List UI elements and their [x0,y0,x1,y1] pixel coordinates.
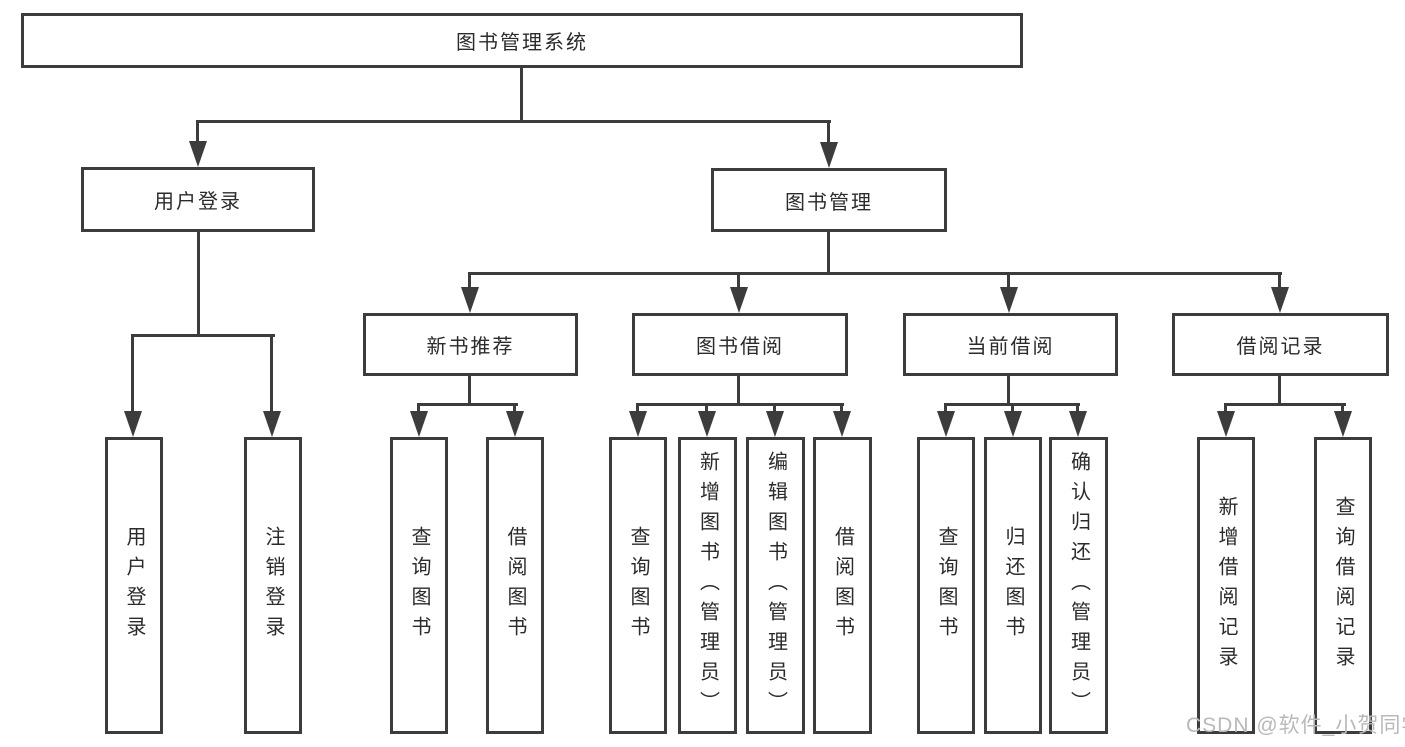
leaf-current-confirm-return-admin-label: 确认归还（管理员） [1067,450,1090,721]
arrow-to-book-borrow [730,272,748,313]
leaf-records-search-borrow-record-label: 查询借阅记录 [1332,495,1354,676]
arrow-to-records-add [1217,403,1235,437]
node-current-borrow: 当前借阅 [903,313,1118,376]
arrow-to-borrow-borrow [833,403,851,437]
leaf-borrow-edit-books-admin-label: 编辑图书（管理员） [764,450,787,721]
arrow-to-current-search [937,403,955,437]
leaf-current-confirm-return-admin: 确认归还（管理员） [1049,437,1108,734]
arrow-to-logout-action [263,334,281,437]
node-book-borrow: 图书借阅 [632,313,848,376]
leaf-current-search-books: 查询图书 [917,437,975,734]
leaf-borrow-add-books-admin-label: 新增图书（管理员） [696,450,719,721]
arrow-to-current-return [1004,403,1022,437]
node-library-system-label: 图书管理系统 [456,32,588,54]
leaf-borrow-borrow-books-label: 借阅图书 [831,525,854,646]
leaf-current-search-books-label: 查询图书 [935,525,957,646]
connector-root-stem [520,67,523,123]
arrow-to-borrow-records [1271,272,1289,313]
leaf-user-login-action-label: 用户登录 [123,525,145,646]
leaf-recommend-search-books: 查询图书 [390,437,448,734]
connector-user-login-bar [131,334,275,337]
arrow-to-recommend-search [410,403,428,437]
node-new-book-recommend-label: 新书推荐 [426,336,515,358]
leaf-borrow-borrow-books: 借阅图书 [813,437,872,734]
connector-recommend-bar [417,403,518,406]
arrow-to-borrow-search [629,403,647,437]
arrow-to-current-borrow [1000,272,1018,313]
leaf-current-return-books-label: 归还图书 [1002,525,1024,646]
leaf-user-login-action: 用户登录 [105,437,163,734]
node-library-system: 图书管理系统 [21,13,1023,68]
leaf-records-add-borrow-record-label: 新增借阅记录 [1215,495,1237,676]
node-book-management-label: 图书管理 [785,191,873,214]
connector-root-bar [197,120,831,123]
arrow-to-book-management [820,120,838,168]
arrow-to-borrow-edit [766,403,784,437]
node-user-login-label: 用户登录 [154,191,242,213]
connector-book-management-stem [827,232,830,275]
node-borrow-records: 借阅记录 [1172,313,1389,376]
leaf-borrow-search-books: 查询图书 [609,437,667,734]
leaf-borrow-add-books-admin: 新增图书（管理员） [678,437,737,734]
node-user-login: 用户登录 [81,167,315,232]
node-borrow-records-label: 借阅记录 [1236,336,1325,358]
leaf-borrow-search-books-label: 查询图书 [627,525,649,646]
connector-recommend-stem [468,376,471,406]
arrow-to-recommend-borrow [506,403,524,437]
leaf-recommend-borrow-books: 借阅图书 [486,437,544,734]
leaf-borrow-edit-books-admin: 编辑图书（管理员） [746,437,805,734]
connector-current-borrow-stem [1007,376,1010,406]
arrow-to-user-login [189,120,207,167]
arrow-to-borrow-add [698,403,716,437]
node-new-book-recommend: 新书推荐 [363,313,578,376]
node-book-borrow-label: 图书借阅 [696,336,784,358]
arrow-to-user-login-action [124,334,142,437]
leaf-recommend-borrow-books-label: 借阅图书 [504,525,526,646]
connector-book-borrow-stem [737,376,740,406]
leaf-records-search-borrow-record: 查询借阅记录 [1314,437,1372,734]
arrow-to-current-confirm [1069,403,1087,437]
connector-records-bar [1224,403,1346,406]
arrow-to-new-book-recommend [461,272,479,313]
leaf-current-return-books: 归还图书 [984,437,1042,734]
leaf-recommend-search-books-label: 查询图书 [408,525,430,646]
connector-book-management-bar [468,272,1282,275]
arrow-to-records-search [1334,403,1352,437]
leaf-logout-action-label: 注销登录 [262,525,284,646]
leaf-logout-action: 注销登录 [244,437,302,734]
connector-records-stem [1278,376,1281,406]
connector-user-login-stem [197,232,200,337]
node-current-borrow-label: 当前借阅 [966,336,1055,358]
connector-book-borrow-bar [636,403,844,406]
node-book-management: 图书管理 [711,168,947,232]
leaf-records-add-borrow-record: 新增借阅记录 [1197,437,1255,734]
